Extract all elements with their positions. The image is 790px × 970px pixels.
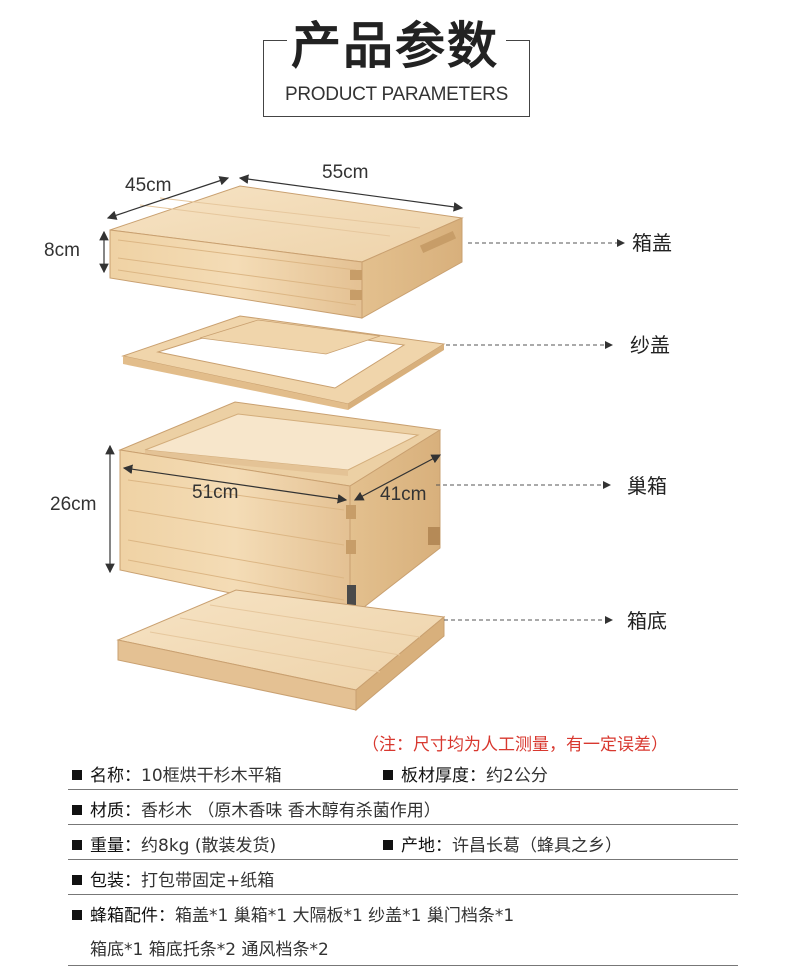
spec-item-accessories: 蜂箱配件：箱盖*1 巢箱*1 大隔板*1 纱盖*1 巢门档条*1 (72, 901, 514, 926)
spec-label: 名称： (90, 766, 141, 786)
dim-width-body: 41cm (380, 484, 426, 505)
dim-height-body: 26cm (50, 494, 96, 515)
spec-label: 重量： (90, 836, 141, 856)
spec-row-package: 包装：打包带固定+纸箱 (68, 860, 738, 895)
bullet-square-icon (72, 840, 82, 850)
spec-value: 约2公分 (486, 766, 548, 786)
spec-label: 包装： (90, 871, 141, 891)
dimension-lines (99, 174, 464, 574)
spec-label: 蜂箱配件： (90, 906, 175, 926)
spec-item-package: 包装：打包带固定+纸箱 (72, 866, 274, 891)
title-english: PRODUCT PARAMETERS (285, 84, 508, 105)
bottom-board-illustration (116, 589, 446, 712)
spec-item-material: 材质：香杉木 （原木香味 香木醇有杀菌作用） (72, 796, 441, 821)
part-label-bottom: 箱底 (627, 609, 667, 633)
spec-accessories-continued: 箱底*1 箱底托条*2 通风档条*2 (90, 940, 329, 960)
spec-row-name: 名称：10框烘干杉木平箱 板材厚度：约2公分 (68, 755, 738, 790)
spec-value: 许昌长葛（蜂具之乡） (452, 836, 622, 856)
spec-value: 箱盖*1 巢箱*1 大隔板*1 纱盖*1 巢门档条*1 (175, 906, 515, 926)
spec-label: 板材厚度： (401, 766, 486, 786)
part-label-lid: 箱盖 (632, 231, 672, 255)
beehive-exploded-illustration: 45cm 55cm 8cm 51cm 41cm 26cm 箱盖 纱盖 巢箱 箱底 (44, 162, 672, 712)
bullet-square-icon (72, 875, 82, 885)
part-label-hive-body: 巢箱 (627, 474, 667, 498)
spec-label: 材质： (90, 801, 141, 821)
dim-width-top: 45cm (125, 175, 171, 196)
spec-item-name: 名称：10框烘干杉木平箱 (72, 761, 282, 786)
bullet-square-icon (383, 770, 393, 780)
title-frame (263, 40, 530, 117)
spec-value: 香杉木 （原木香味 香木醇有杀菌作用） (141, 801, 441, 821)
spec-row-accessories: 蜂箱配件：箱盖*1 巢箱*1 大隔板*1 纱盖*1 巢门档条*1 箱底*1 箱底… (68, 895, 738, 966)
spec-item-origin: 产地：许昌长葛（蜂具之乡） (383, 831, 622, 856)
spec-table: 名称：10框烘干杉木平箱 板材厚度：约2公分 材质：香杉木 （原木香味 香木醇有… (68, 755, 738, 966)
bullet-square-icon (72, 770, 82, 780)
lid-illustration (109, 185, 464, 319)
dim-length-top: 55cm (322, 162, 368, 183)
bullet-square-icon (383, 840, 393, 850)
spec-item-weight: 重量：约8kg (散装发货) (72, 831, 276, 856)
spec-row-weight: 重量：约8kg (散装发货) 产地：许昌长葛（蜂具之乡） (68, 825, 738, 860)
spec-value: 打包带固定+纸箱 (141, 871, 275, 891)
hive-body-illustration (118, 401, 442, 620)
spec-row-material: 材质：香杉木 （原木香味 香木醇有杀菌作用） (68, 790, 738, 825)
spec-value: 约8kg (散装发货) (141, 836, 277, 856)
part-label-screen-cover: 纱盖 (630, 333, 670, 357)
spec-label: 产地： (401, 836, 452, 856)
spec-value: 10框烘干杉木平箱 (141, 766, 282, 786)
spec-item-thickness: 板材厚度：约2公分 (383, 761, 548, 786)
dim-length-body: 51cm (192, 482, 238, 503)
screen-cover-illustration (121, 315, 446, 410)
dim-height-lid: 8cm (44, 240, 80, 261)
title-chinese: 产品参数 (291, 17, 499, 75)
leader-lines (436, 239, 625, 624)
measurement-note: （注：尺寸均为人工测量，有一定误差） (362, 735, 668, 755)
bullet-square-icon (72, 910, 82, 920)
bullet-square-icon (72, 805, 82, 815)
